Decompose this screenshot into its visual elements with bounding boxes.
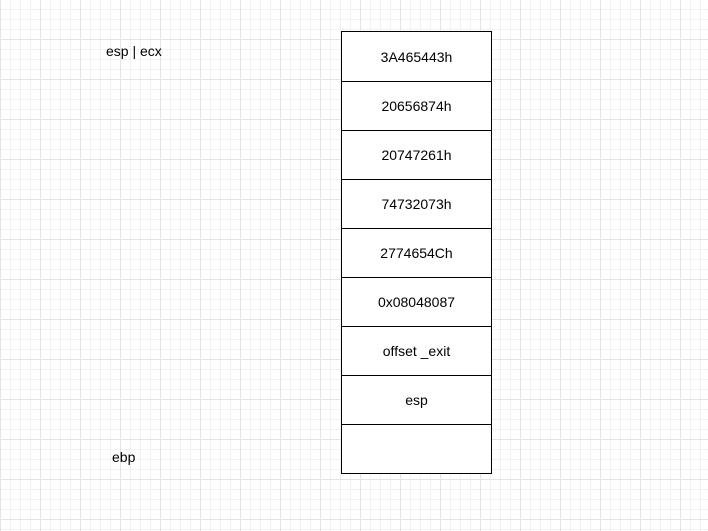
stack-cell: 2774654Ch — [341, 228, 492, 278]
stack-cell: 0x08048087 — [341, 277, 492, 327]
stack-cell: esp — [341, 375, 492, 425]
stack-cell-empty — [341, 424, 492, 474]
esp-ecx-pointer-label: esp | ecx — [106, 43, 162, 59]
stack-cell-value: 20656874h — [381, 98, 452, 114]
ebp-pointer-label: ebp — [112, 449, 136, 465]
stack-cell-value: 20747261h — [381, 147, 452, 163]
stack-cell: 20747261h — [341, 130, 492, 180]
stack-cell-value: 3A465443h — [380, 48, 453, 65]
stack-cell: 20656874h — [341, 81, 492, 131]
stack-cell-value: esp — [405, 392, 428, 408]
stack-cell-value: 0x08048087 — [377, 294, 456, 310]
stack-cell-value: 2774654Ch — [380, 245, 453, 261]
stack-frame: 3A465443h 20656874h 20747261h 74732073h … — [341, 31, 492, 474]
stack-cell: 74732073h — [341, 179, 492, 229]
stack-cell-value: 74732073h — [381, 196, 452, 212]
stack-cell-value: offset _exit — [382, 343, 451, 359]
stack-cell: offset _exit — [341, 326, 492, 376]
stack-cell: 3A465443h — [341, 31, 492, 82]
